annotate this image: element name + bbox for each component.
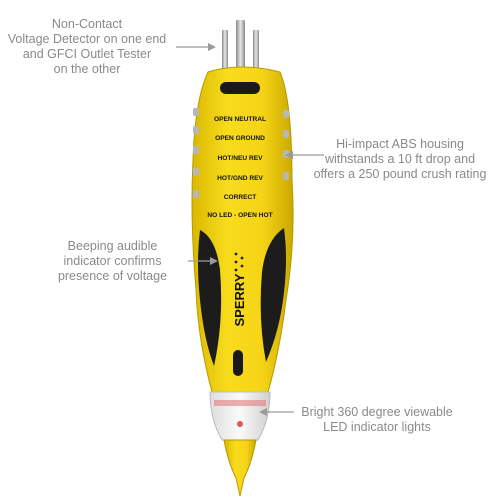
- led-tip: [209, 391, 271, 441]
- callout-line: indicator confirms: [63, 254, 162, 268]
- callout-line: Voltage Detector on one end: [7, 32, 167, 46]
- callout-line: and GFCI Outlet Tester: [22, 47, 152, 61]
- status-labels: OPEN NEUTRAL OPEN GROUND HOT/NEU REV HOT…: [207, 116, 272, 219]
- rubber-grip-left: [198, 230, 222, 366]
- callout-line: on the other: [53, 62, 121, 76]
- callout-arrows: [176, 43, 324, 416]
- status-label: HOT/NEU REV: [217, 155, 263, 162]
- status-label: CORRECT: [224, 194, 257, 201]
- speaker-dots: [234, 252, 244, 272]
- status-label: OPEN GROUND: [215, 135, 265, 142]
- status-label: OPEN NEUTRAL: [214, 116, 266, 123]
- indicator-slot: [220, 82, 260, 94]
- status-label: NO LED - OPEN HOT: [207, 212, 272, 219]
- callout-line: Non-Contact: [51, 17, 123, 31]
- side-ridges: [193, 108, 289, 198]
- callout-line: LED indicator lights: [323, 420, 431, 434]
- callout-line: Hi-impact ABS housing: [336, 137, 464, 151]
- callout-beeping-indicator: Beeping audible indicator confirms prese…: [30, 239, 195, 284]
- led-light: [237, 421, 243, 427]
- lower-button: [233, 350, 243, 376]
- probe-tip: [223, 439, 257, 497]
- led-band: [214, 400, 266, 406]
- callout-housing: Hi-impact ABS housing withstands a 10 ft…: [300, 137, 500, 182]
- callout-led-lights: Bright 360 degree viewable LED indicator…: [282, 405, 472, 435]
- callout-line: offers a 250 pound crush rating: [313, 167, 487, 181]
- callout-line: withstands a 10 ft drop and: [324, 152, 476, 166]
- callout-voltage-detector: Non-Contact Voltage Detector on one end …: [2, 17, 172, 77]
- callout-line: Bright 360 degree viewable: [301, 405, 453, 419]
- callout-line: Beeping audible: [67, 239, 158, 253]
- rubber-grip-right: [260, 228, 286, 362]
- status-label: HOT/GND REV: [217, 175, 263, 182]
- callout-line: presence of voltage: [57, 269, 168, 283]
- brand-logo-text: SPERRY: [232, 273, 247, 326]
- outlet-prongs: [222, 20, 259, 72]
